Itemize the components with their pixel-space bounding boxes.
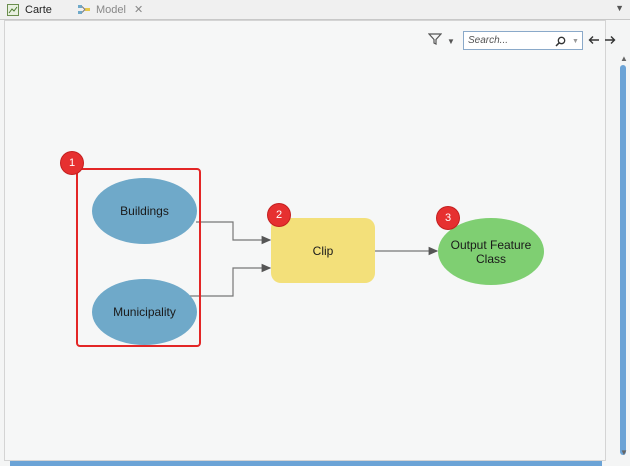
back-button[interactable] [587, 31, 601, 49]
node-buildings[interactable]: Buildings [92, 178, 197, 244]
model-icon [78, 4, 90, 16]
filter-icon [427, 32, 443, 51]
badge-number: 1 [68, 157, 76, 169]
chevron-down-icon: ▼ [447, 36, 455, 46]
badge-2: 2 [268, 204, 290, 226]
tab-label: Model [96, 3, 126, 16]
horizontal-scrollbar[interactable] [10, 461, 602, 466]
search-icon [555, 36, 566, 47]
connector-buildings-clip [196, 221, 272, 245]
badge-3: 3 [437, 207, 459, 229]
vertical-scrollbar[interactable] [620, 65, 626, 455]
connector-municipality-clip [189, 263, 272, 297]
chevron-down-icon: ▼ [572, 37, 579, 45]
badge-number: 2 [275, 209, 283, 221]
filter-button[interactable]: ▼ [427, 32, 458, 51]
arrow-left-icon [588, 36, 599, 44]
map-icon [7, 3, 19, 16]
tab-model[interactable]: Model ✕ [78, 0, 143, 19]
arrow-right-icon [605, 36, 616, 44]
chevron-down-icon[interactable]: ▼ [615, 3, 624, 13]
node-label: Buildings [120, 204, 169, 218]
node-output-feature-class[interactable]: Output Feature Class [438, 218, 544, 285]
node-municipality[interactable]: Municipality [92, 279, 197, 345]
selection-box [76, 168, 201, 347]
node-label: Municipality [113, 305, 176, 319]
node-label: Clip [312, 243, 334, 258]
badge-1: 1 [61, 152, 83, 174]
search-button[interactable]: ▼ [555, 34, 581, 48]
tab-bar: Carte Model ✕ ▼ [0, 0, 630, 20]
scroll-up-icon[interactable]: ▲ [620, 54, 628, 63]
forward-button[interactable] [603, 31, 617, 49]
scroll-down-icon[interactable]: ▼ [620, 448, 628, 457]
node-clip[interactable]: Clip [271, 218, 375, 283]
search-box: ▼ [463, 31, 583, 50]
tab-carte[interactable]: Carte [7, 0, 52, 19]
badge-number: 3 [444, 212, 452, 224]
tab-label: Carte [25, 3, 52, 16]
node-label: Output Feature Class [450, 237, 532, 266]
search-input[interactable] [468, 34, 548, 47]
close-icon[interactable]: ✕ [133, 4, 144, 16]
